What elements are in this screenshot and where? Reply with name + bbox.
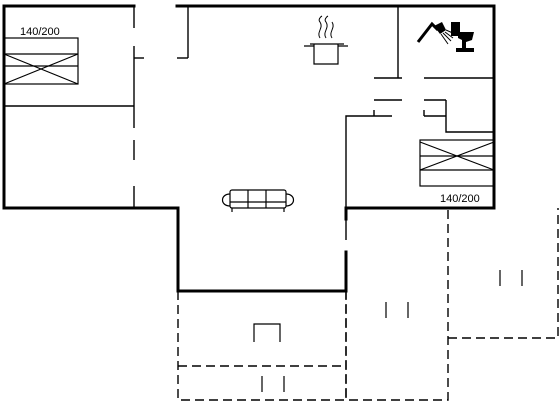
shower-icon: [416, 21, 456, 45]
terrace-outlines: [177, 208, 559, 401]
bed-size-label: 140/200: [440, 193, 480, 205]
cooking-pot-icon: [304, 15, 348, 65]
interior-walls: [4, 6, 494, 240]
wall-left-top-bottom: [2, 4, 348, 293]
wall-top-right: [175, 4, 496, 221]
table-icon: [253, 323, 281, 342]
wall-right-bedroom: [345, 115, 392, 208]
terrace-far-right: [448, 208, 559, 339]
bed-icon: [3, 37, 79, 85]
bed-icon: [419, 139, 495, 187]
toilet-icon: [451, 22, 474, 52]
terrace-bottom-right: [345, 208, 449, 401]
bed-size-label: 140/200: [20, 26, 60, 38]
chair-icon: [261, 270, 523, 392]
wall-niche: [445, 100, 494, 133]
sofa-icon: [221, 189, 295, 212]
